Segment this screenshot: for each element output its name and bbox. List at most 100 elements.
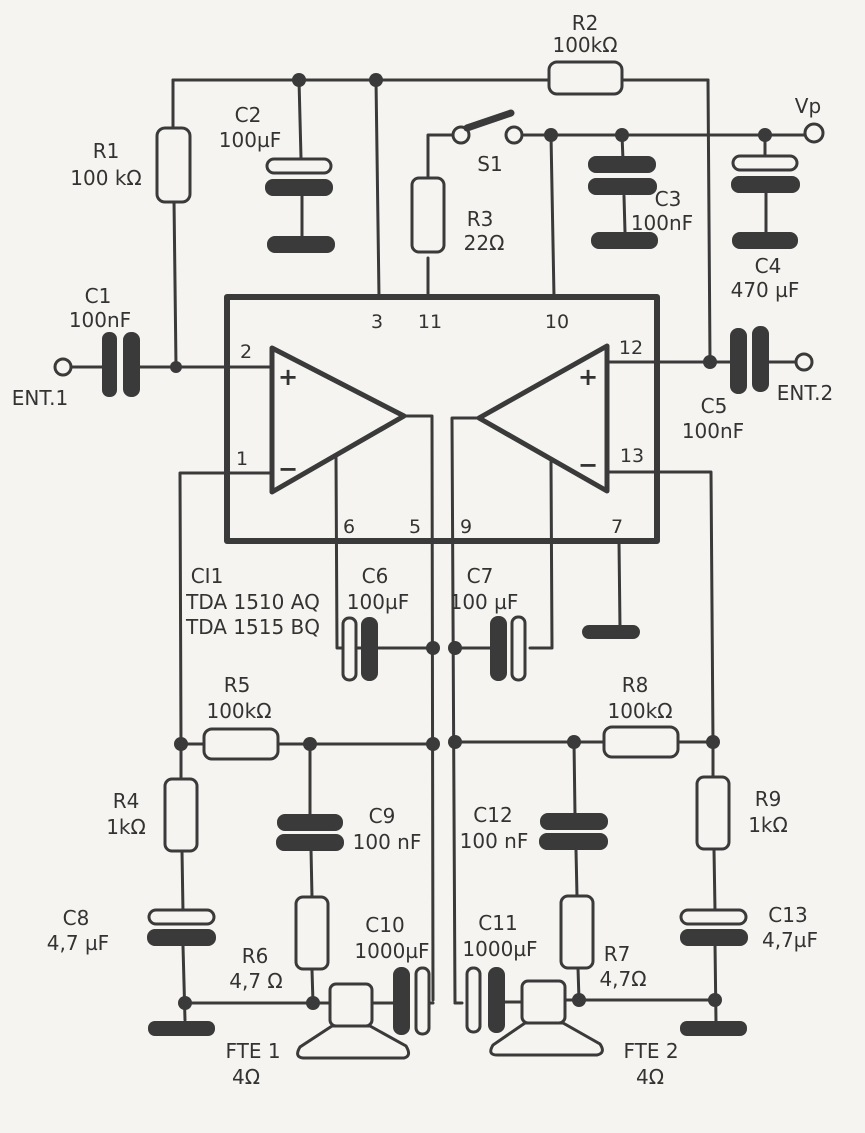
label-c3-value: 100nF bbox=[631, 211, 693, 235]
resistor-r2 bbox=[547, 60, 624, 96]
resistor-r3 bbox=[410, 176, 446, 254]
label-fte2-value: 4Ω bbox=[636, 1065, 664, 1089]
label-c6-value: 100µF bbox=[347, 590, 409, 614]
capacitor-c3 bbox=[588, 156, 658, 249]
label-c8-ref: C8 bbox=[63, 906, 90, 930]
resistor-r5 bbox=[202, 727, 280, 761]
ground-symbol bbox=[680, 1021, 747, 1036]
amplifier-left bbox=[269, 345, 407, 495]
input-terminal-ent1[interactable] bbox=[53, 357, 73, 377]
label-c2-value: 100µF bbox=[219, 128, 281, 152]
pin-10: 10 bbox=[545, 311, 569, 333]
wire bbox=[297, 78, 303, 160]
amp-left-minus: − bbox=[278, 455, 298, 483]
ground-symbol bbox=[148, 1021, 215, 1036]
pin-3: 3 bbox=[371, 311, 383, 333]
pin-13: 13 bbox=[620, 445, 644, 467]
amp-left-plus: + bbox=[278, 363, 298, 391]
label-c13-value: 4,7µF bbox=[762, 928, 818, 952]
pin-6: 6 bbox=[343, 516, 355, 538]
ground-symbol bbox=[582, 625, 640, 639]
label-c12-value: 100 nF bbox=[460, 829, 529, 853]
label-r6-ref: R6 bbox=[242, 944, 269, 968]
capacitor-c1 bbox=[102, 332, 140, 397]
label-r9-value: 1kΩ bbox=[748, 813, 788, 837]
label-c11-value: 1000µF bbox=[462, 937, 537, 961]
wire bbox=[374, 78, 381, 299]
wire bbox=[528, 460, 554, 650]
capacitor-c8 bbox=[147, 908, 216, 946]
label-ent2: ENT.2 bbox=[777, 381, 834, 405]
label-ic-part-a: TDA 1510 AQ bbox=[185, 590, 320, 614]
wire bbox=[172, 198, 178, 368]
capacitor-c6 bbox=[341, 616, 406, 682]
label-r5-ref: R5 bbox=[224, 673, 251, 697]
capacitor-c11 bbox=[465, 966, 505, 1034]
label-c3-ref: C3 bbox=[655, 187, 682, 211]
wire bbox=[309, 847, 314, 899]
label-r2-ref: R2 bbox=[572, 11, 599, 35]
capacitor-c5 bbox=[730, 326, 769, 394]
resistor-r1 bbox=[155, 126, 192, 204]
wire bbox=[617, 540, 622, 630]
label-r1-ref: R1 bbox=[93, 139, 120, 163]
label-r9-ref: R9 bbox=[755, 787, 782, 811]
speaker-fte1 bbox=[296, 982, 411, 1060]
label-r2-value: 100kΩ bbox=[552, 33, 617, 57]
wire bbox=[180, 849, 185, 914]
label-c9-ref: C9 bbox=[369, 804, 396, 828]
resistor-r8 bbox=[602, 725, 680, 759]
wire bbox=[712, 848, 717, 912]
switch-s1[interactable] bbox=[451, 109, 524, 145]
label-fte2-ref: FTE 2 bbox=[623, 1039, 678, 1063]
labels: R1 100 kΩ R2 100kΩ R3 22Ω R4 1kΩ R5 100k… bbox=[12, 11, 834, 1089]
label-r8-value: 100kΩ bbox=[607, 699, 672, 723]
label-c6-ref: C6 bbox=[362, 564, 389, 588]
capacitor-c12 bbox=[539, 813, 608, 850]
label-c4-value: 470 µF bbox=[731, 278, 800, 302]
pin-5: 5 bbox=[409, 516, 421, 538]
pin-7: 7 bbox=[611, 516, 623, 538]
wire bbox=[706, 78, 712, 362]
label-c13-ref: C13 bbox=[768, 903, 807, 927]
label-c10-ref: C10 bbox=[365, 913, 404, 937]
label-c8-value: 4,7 µF bbox=[47, 931, 109, 955]
wire bbox=[403, 414, 435, 1002]
label-ic-part-b: TDA 1515 BQ bbox=[185, 615, 320, 639]
amplifier-right bbox=[476, 343, 610, 494]
label-r1-value: 100 kΩ bbox=[70, 166, 141, 190]
label-c5-ref: C5 bbox=[701, 394, 728, 418]
resistor-r4 bbox=[163, 777, 199, 853]
label-r7-ref: R7 bbox=[604, 942, 631, 966]
supply-terminal-vp[interactable] bbox=[803, 122, 825, 144]
label-ic-ref: CI1 bbox=[191, 564, 224, 588]
label-r8-ref: R8 bbox=[622, 673, 649, 697]
wire bbox=[713, 942, 718, 1024]
input-terminal-ent2[interactable] bbox=[794, 352, 814, 372]
label-r3-value: 22Ω bbox=[464, 231, 505, 255]
wire bbox=[450, 416, 481, 1005]
pin-9: 9 bbox=[460, 516, 472, 538]
label-ent1: ENT.1 bbox=[12, 386, 69, 410]
wire bbox=[622, 194, 627, 234]
label-r5-value: 100kΩ bbox=[206, 699, 271, 723]
capacitor-c9 bbox=[276, 814, 344, 851]
resistor-r9 bbox=[695, 775, 731, 851]
pin-2: 2 bbox=[240, 341, 252, 363]
junctions bbox=[170, 73, 772, 1010]
amp-right-minus: − bbox=[578, 451, 598, 479]
label-c10-value: 1000µF bbox=[354, 939, 429, 963]
wire bbox=[572, 740, 577, 817]
label-r6-value: 4,7 Ω bbox=[229, 969, 282, 993]
label-c1-ref: C1 bbox=[85, 284, 112, 308]
label-r7-value: 4,7Ω bbox=[599, 967, 646, 991]
label-fte1-value: 4Ω bbox=[232, 1065, 260, 1089]
capacitor-c7 bbox=[484, 615, 527, 682]
resistor-r6 bbox=[294, 895, 330, 971]
speaker-fte2 bbox=[489, 979, 604, 1057]
capacitor-c10 bbox=[393, 966, 431, 1036]
label-r4-ref: R4 bbox=[113, 789, 140, 813]
label-fte1-ref: FTE 1 bbox=[225, 1039, 280, 1063]
